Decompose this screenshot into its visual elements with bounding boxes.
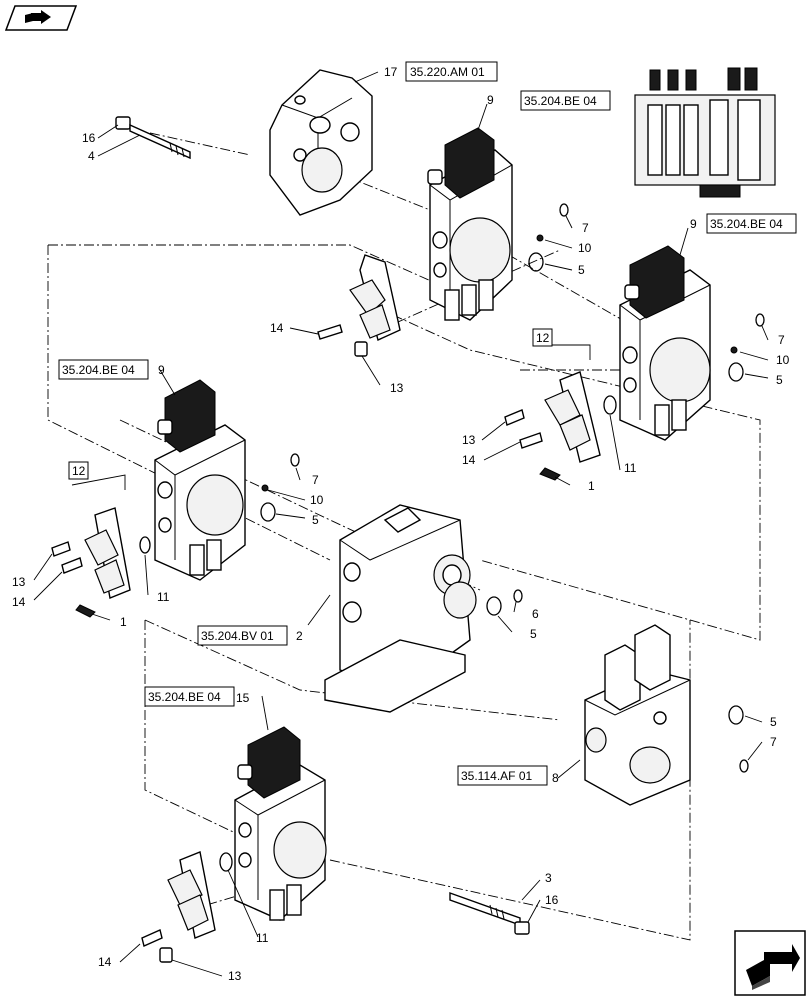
seal-set-c[interactable]: [139, 453, 300, 554]
part-3-tie-bolt-bottom[interactable]: [449, 892, 530, 935]
svg-text:35.204.BE 04: 35.204.BE 04: [524, 94, 597, 108]
svg-text:8: 8: [552, 771, 559, 785]
part-12-cover-plate-b[interactable]: [504, 371, 601, 481]
part-12-cover-plate-c[interactable]: [51, 507, 131, 618]
part-8-outlet-section[interactable]: [584, 624, 691, 806]
item-box-12-b: 12: [68, 461, 89, 480]
seal-set-b[interactable]: [603, 313, 765, 415]
svg-text:7: 7: [778, 333, 785, 347]
item-box-12-a: 12: [532, 328, 553, 347]
svg-text:16: 16: [545, 893, 559, 907]
svg-text:11: 11: [157, 590, 170, 604]
svg-text:14: 14: [270, 321, 284, 335]
svg-text:7: 7: [770, 735, 777, 749]
next-page-arrow-icon[interactable]: [734, 930, 806, 996]
part-12-cover-plate-d[interactable]: [141, 851, 233, 963]
svg-text:5: 5: [530, 627, 537, 641]
part-4-tie-bolt-top[interactable]: [115, 116, 191, 160]
part-12-cover-plate-a[interactable]: [317, 254, 401, 357]
svg-text:1: 1: [120, 615, 127, 629]
assembly-thumbnail: [634, 67, 776, 198]
svg-text:35.204.BV 01: 35.204.BV 01: [201, 629, 274, 643]
svg-text:14: 14: [462, 453, 476, 467]
svg-text:5: 5: [770, 715, 777, 729]
svg-text:10: 10: [776, 353, 790, 367]
part-2-inlet-section[interactable]: [324, 504, 477, 713]
seal-set-d[interactable]: [486, 589, 523, 616]
svg-text:13: 13: [228, 969, 242, 983]
part-15-valve-section[interactable]: [234, 726, 327, 921]
svg-text:5: 5: [578, 263, 585, 277]
svg-text:16: 16: [82, 131, 96, 145]
svg-text:9: 9: [690, 217, 697, 231]
svg-text:14: 14: [98, 955, 112, 969]
svg-text:10: 10: [310, 493, 324, 507]
svg-text:1: 1: [588, 479, 595, 493]
ref-box-35-204-be-04-c[interactable]: 35.204.BE 04: [58, 359, 149, 380]
svg-text:35.114.AF 01: 35.114.AF 01: [461, 769, 532, 783]
leader-lines: [33, 71, 769, 977]
svg-text:35.204.BE 04: 35.204.BE 04: [148, 690, 221, 704]
svg-text:12: 12: [536, 331, 550, 345]
svg-text:13: 13: [390, 381, 404, 395]
svg-text:15: 15: [236, 691, 250, 705]
ref-box-35-204-bv-01[interactable]: 35.204.BV 01: [197, 625, 288, 646]
seal-set-e[interactable]: [728, 705, 749, 773]
svg-text:7: 7: [582, 221, 589, 235]
svg-text:11: 11: [256, 931, 269, 945]
svg-text:5: 5: [776, 373, 783, 387]
svg-text:9: 9: [487, 93, 494, 107]
svg-text:17: 17: [384, 65, 398, 79]
svg-text:3: 3: [545, 871, 552, 885]
svg-text:5: 5: [312, 513, 319, 527]
svg-text:10: 10: [578, 241, 592, 255]
seal-set-a[interactable]: [528, 203, 569, 272]
catalog-nav-icon[interactable]: [4, 5, 78, 31]
item-labels: 17 16 4 9 7 10 5 14 13 9 7 10 5 13 14 1 …: [12, 65, 790, 983]
svg-text:12: 12: [72, 464, 86, 478]
svg-text:13: 13: [12, 575, 26, 589]
ref-box-35-114-af-01[interactable]: 35.114.AF 01: [457, 765, 548, 786]
part-17-end-cover[interactable]: [269, 69, 373, 216]
svg-text:11: 11: [624, 461, 637, 475]
ref-box-35-204-be-04-d[interactable]: 35.204.BE 04: [144, 686, 235, 707]
part-9-valve-section-c[interactable]: [154, 379, 246, 581]
ref-box-35-204-be-04-a[interactable]: 35.204.BE 04: [520, 90, 611, 111]
ref-box-35-220-am-01[interactable]: 35.220.AM 01: [405, 61, 498, 82]
svg-text:13: 13: [462, 433, 476, 447]
svg-text:4: 4: [88, 149, 95, 163]
part-9-valve-section-b[interactable]: [619, 245, 711, 441]
svg-text:6: 6: [532, 607, 539, 621]
svg-text:14: 14: [12, 595, 26, 609]
svg-text:9: 9: [158, 363, 165, 377]
svg-text:35.204.BE 04: 35.204.BE 04: [62, 363, 135, 377]
ref-box-35-204-be-04-b[interactable]: 35.204.BE 04: [706, 213, 797, 234]
svg-text:35.220.AM 01: 35.220.AM 01: [410, 65, 485, 79]
svg-text:35.204.BE 04: 35.204.BE 04: [710, 217, 783, 231]
svg-text:2: 2: [296, 629, 303, 643]
part-9-valve-section-a[interactable]: [427, 127, 513, 321]
svg-text:7: 7: [312, 473, 319, 487]
